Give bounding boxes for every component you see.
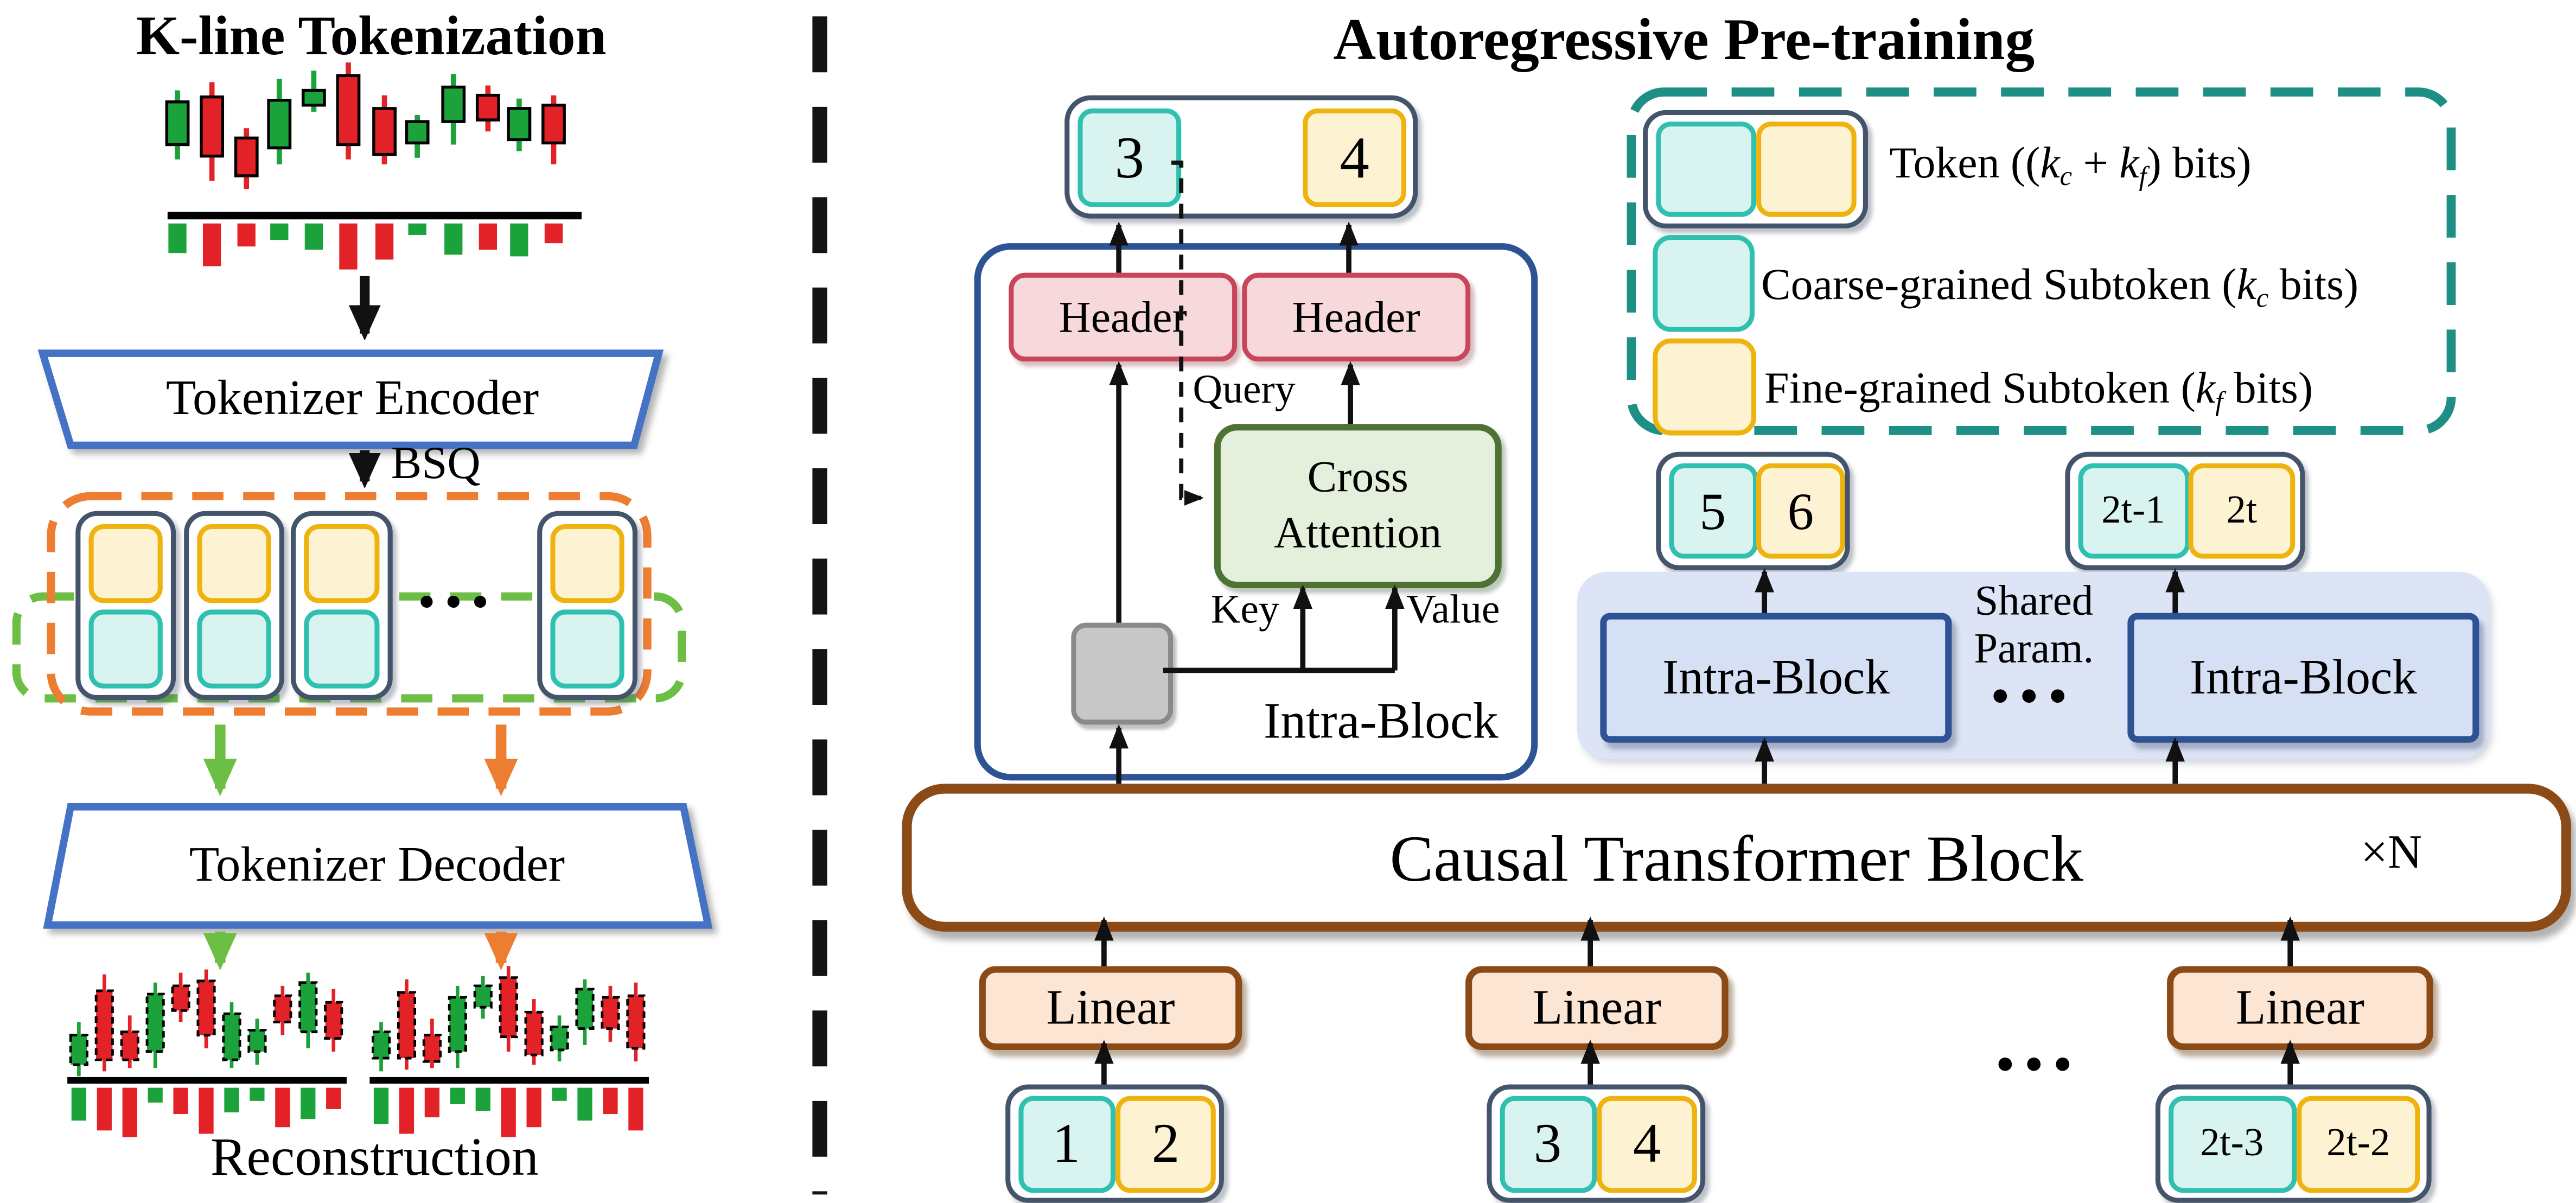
key-label: Key bbox=[1210, 588, 1279, 633]
kline-chart-icon bbox=[165, 62, 582, 270]
token-pair-box bbox=[75, 511, 176, 700]
legend-fine-label: Fine-grained Subtoken (kf bits) bbox=[1764, 363, 2313, 417]
token-pair-box bbox=[290, 511, 393, 700]
intra-block-box-1: Intra-Block bbox=[1600, 613, 1952, 743]
token-box-1-2: 1 2 bbox=[1005, 1084, 1224, 1203]
tokenizer-encoder-label: Tokenizer Encoder bbox=[165, 371, 539, 426]
ellipsis-dots: ●●● bbox=[418, 585, 499, 616]
coarse-subtoken-2t-1: 2t-1 bbox=[2077, 463, 2189, 559]
shared-param-line1: Shared bbox=[1974, 576, 2094, 625]
cross-attention-line1: Cross bbox=[1307, 452, 1408, 502]
fine-subtoken-2t-2: 2t-2 bbox=[2297, 1096, 2420, 1193]
kline-volume-bars bbox=[168, 223, 563, 270]
token-box-2t3-2t2: 2t-3 2t-2 bbox=[2155, 1084, 2432, 1203]
fine-subtoken-icon bbox=[304, 523, 380, 602]
legend-token-label: Token ((kc + kf) bits) bbox=[1889, 138, 2252, 192]
linear-box-2: Linear bbox=[1465, 966, 1729, 1050]
coarse-subtoken-3: 3 bbox=[1077, 107, 1182, 207]
token-box-5-6: 5 6 bbox=[1656, 451, 1850, 570]
token-box-2t1-2t: 2t-1 2t bbox=[2065, 451, 2305, 570]
value-label: Value bbox=[1406, 588, 1500, 633]
intra-block-detail-label: Intra-Block bbox=[1263, 691, 1499, 749]
tokenizer-decoder-label: Tokenizer Decoder bbox=[189, 838, 565, 893]
fine-subtoken-6: 6 bbox=[1756, 463, 1845, 559]
shared-param-line2: Param. bbox=[1974, 624, 2094, 672]
linear-box-1: Linear bbox=[979, 966, 1242, 1050]
hidden-state-box bbox=[1071, 622, 1174, 725]
fine-subtoken-2: 2 bbox=[1115, 1096, 1216, 1193]
linear-box-3: Linear bbox=[2167, 966, 2433, 1050]
cross-attention-box: Cross Attention bbox=[1214, 424, 1502, 589]
ellipsis-dots: ●●● bbox=[1991, 678, 2077, 714]
reconstruction-chart-right-icon bbox=[369, 966, 649, 1137]
query-label: Query bbox=[1193, 368, 1296, 413]
repeat-times-label: ×N bbox=[2361, 826, 2422, 880]
coarse-subtoken-5: 5 bbox=[1668, 463, 1757, 559]
kline-baseline bbox=[167, 212, 582, 220]
intra-block-box-2: Intra-Block bbox=[2127, 613, 2479, 743]
ellipsis-dots: ●●● bbox=[1995, 1046, 2082, 1081]
legend-fine-icon bbox=[1653, 338, 1757, 436]
tokenizer-encoder-shape bbox=[37, 349, 664, 449]
coarse-subtoken-icon bbox=[88, 608, 163, 688]
coarse-subtoken-icon bbox=[550, 608, 624, 688]
legend-token-icon bbox=[1643, 110, 1868, 228]
token-pair-box bbox=[537, 511, 637, 700]
token-sequence-dashed-box bbox=[47, 492, 652, 716]
token-pair-box bbox=[184, 511, 284, 700]
bsq-label: BSQ bbox=[391, 438, 481, 490]
coarse-subtoken-3: 3 bbox=[1499, 1096, 1596, 1193]
fine-subtoken-icon bbox=[88, 523, 163, 602]
fine-subtoken-icon bbox=[1756, 122, 1857, 217]
causal-transformer-block: Causal Transformer Block bbox=[902, 784, 2571, 932]
left-panel-title: K-line Tokenization bbox=[136, 7, 607, 68]
fine-subtoken-icon bbox=[197, 523, 271, 602]
header-box-fine: Header bbox=[1242, 272, 1471, 362]
fine-subtoken-4: 4 bbox=[1597, 1096, 1698, 1193]
tokenizer-decoder-shape bbox=[43, 803, 713, 929]
coarse-subtoken-icon bbox=[1655, 122, 1756, 217]
reconstruction-label: Reconstruction bbox=[210, 1128, 539, 1187]
fine-subtoken-4: 4 bbox=[1303, 107, 1407, 207]
header-box-coarse: Header bbox=[1009, 272, 1238, 362]
legend-coarse-icon bbox=[1653, 235, 1755, 332]
cross-attention-line2: Attention bbox=[1274, 507, 1442, 557]
output-token-box: 3 4 bbox=[1064, 95, 1418, 219]
token-box-3-4: 3 4 bbox=[1487, 1084, 1706, 1203]
legend-coarse-label: Coarse-grained Subtoken (kc bits) bbox=[1761, 259, 2359, 314]
coarse-subtoken-2t-3: 2t-3 bbox=[2167, 1096, 2296, 1193]
fine-subtoken-icon bbox=[550, 523, 624, 602]
legend-dashed-box bbox=[1627, 87, 2456, 435]
coarse-subtoken-icon bbox=[304, 608, 380, 688]
coarse-subtoken-1: 1 bbox=[1017, 1096, 1115, 1193]
coarse-subtoken-icon bbox=[197, 608, 271, 688]
right-panel-title: Autoregressive Pre-training bbox=[1333, 7, 2035, 73]
fine-subtoken-2t: 2t bbox=[2188, 463, 2296, 559]
reconstruction-chart-left-icon bbox=[67, 969, 347, 1137]
